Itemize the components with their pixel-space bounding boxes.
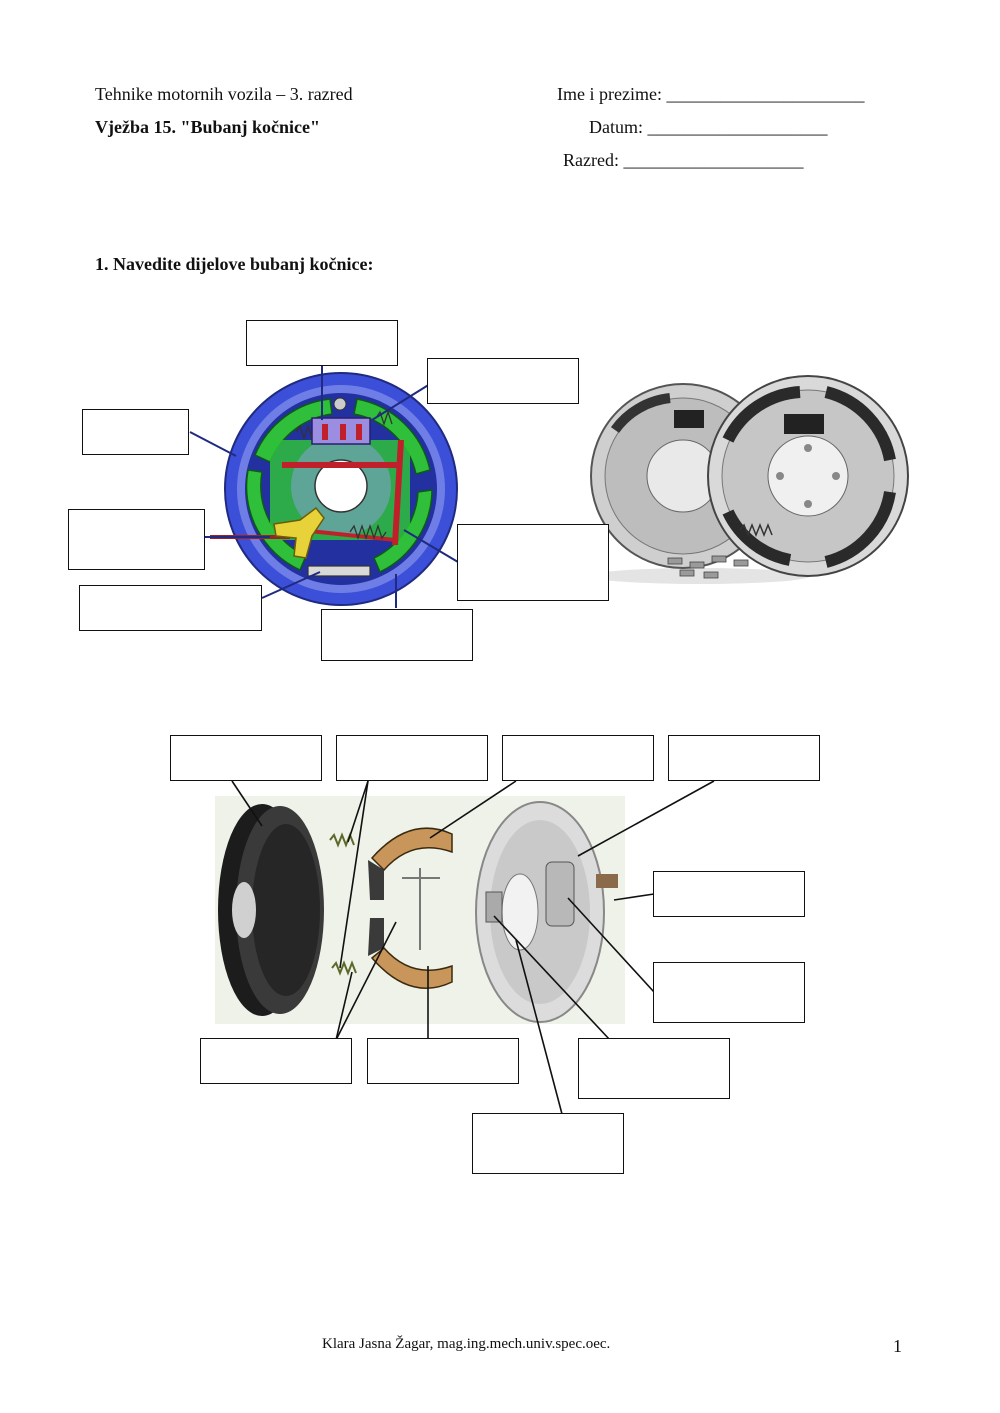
leader-lines-top [189, 366, 459, 608]
answer-box-top-6[interactable] [321, 609, 473, 661]
drum-brake-photo [590, 375, 909, 584]
course-title: Tehnike motornih vozila – 3. razred [95, 84, 353, 104]
answer-box-bottom-9[interactable] [578, 1038, 730, 1099]
footer-author: Klara Jasna Žagar, mag.ing.mech.univ.spe… [322, 1336, 611, 1352]
answer-box-top-5[interactable] [79, 585, 262, 631]
answer-box-bottom-2[interactable] [336, 735, 488, 781]
exercise-title: Vježba 15. "Bubanj kočnice" [95, 117, 320, 137]
drum-brake-schematic [210, 372, 458, 606]
page-number: 1 [893, 1336, 902, 1356]
date-field[interactable]: Datum: ____________________ [589, 117, 828, 137]
name-field[interactable]: Ime i prezime: ______________________ [557, 84, 865, 104]
answer-box-bottom-1[interactable] [170, 735, 322, 781]
answer-box-top-3[interactable] [82, 409, 189, 455]
answer-box-bottom-6[interactable] [653, 962, 805, 1023]
leader-lines-bottom [231, 780, 715, 1115]
answer-box-bottom-7[interactable] [200, 1038, 352, 1084]
exploded-view-photo [215, 796, 625, 1024]
answer-box-bottom-10[interactable] [472, 1113, 624, 1174]
answer-box-bottom-8[interactable] [367, 1038, 519, 1084]
answer-box-top-7[interactable] [457, 524, 609, 601]
answer-box-top-4[interactable] [68, 509, 205, 570]
answer-box-bottom-4[interactable] [668, 735, 820, 781]
answer-box-bottom-3[interactable] [502, 735, 654, 781]
task-title: 1. Navedite dijelove bubanj kočnice: [95, 254, 374, 274]
answer-box-top-1[interactable] [246, 320, 398, 366]
class-field[interactable]: Razred: ____________________ [563, 150, 804, 170]
answer-box-bottom-5[interactable] [653, 871, 805, 917]
answer-box-top-2[interactable] [427, 358, 579, 404]
